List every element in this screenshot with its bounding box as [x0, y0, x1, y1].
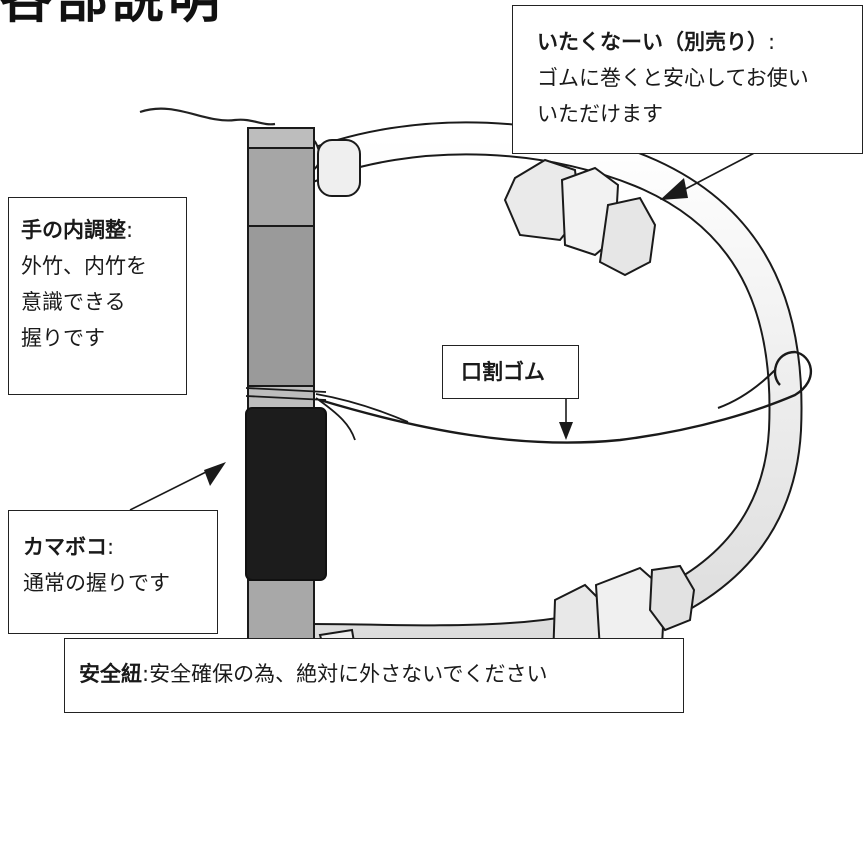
- callout-text: いただけます: [537, 102, 663, 126]
- callout-text: ゴムに巻くと安心してお使い: [537, 66, 809, 90]
- callout-heading: 口割ゴム: [461, 360, 545, 384]
- callout-heading: いたくなーい（別売り）: [537, 30, 768, 54]
- callout-text: 通常の握りです: [23, 571, 170, 595]
- callout-anzenhimo: 安全紐:安全確保の為、絶対に外さないでください: [64, 638, 684, 713]
- grip-binding: [245, 387, 409, 441]
- callout-text: 握りです: [21, 326, 105, 350]
- page-title: 各部説明: [0, 0, 225, 30]
- callout-text: 外竹、内竹を: [21, 254, 147, 278]
- callout-separator: :: [126, 218, 134, 242]
- callout-text: 意識できる: [21, 290, 126, 314]
- protector-beads-top: [503, 158, 657, 277]
- callout-separator: :: [107, 535, 115, 559]
- callout-text: 安全確保の為、絶対に外さないでください: [149, 662, 548, 686]
- callout-kuchiwari: 口割ゴム: [442, 345, 579, 399]
- callout-heading: 安全紐: [79, 662, 142, 686]
- kamaboko-grip: [245, 407, 327, 581]
- callout-itakunai: いたくなーい（別売り）: ゴムに巻くと安心してお使い いただけます: [512, 5, 863, 154]
- mouth-split-rubber: [319, 350, 813, 444]
- callout-heading: カマボコ: [23, 535, 107, 559]
- callout-separator: :: [768, 30, 776, 54]
- callout-kamaboko: カマボコ: 通常の握りです: [8, 510, 218, 634]
- safety-cord-top: [139, 107, 276, 126]
- callout-heading: 手の内調整: [21, 218, 126, 242]
- callout-tenouchi: 手の内調整: 外竹、内竹を 意識できる 握りです: [8, 197, 187, 395]
- callout-separator: :: [142, 662, 150, 686]
